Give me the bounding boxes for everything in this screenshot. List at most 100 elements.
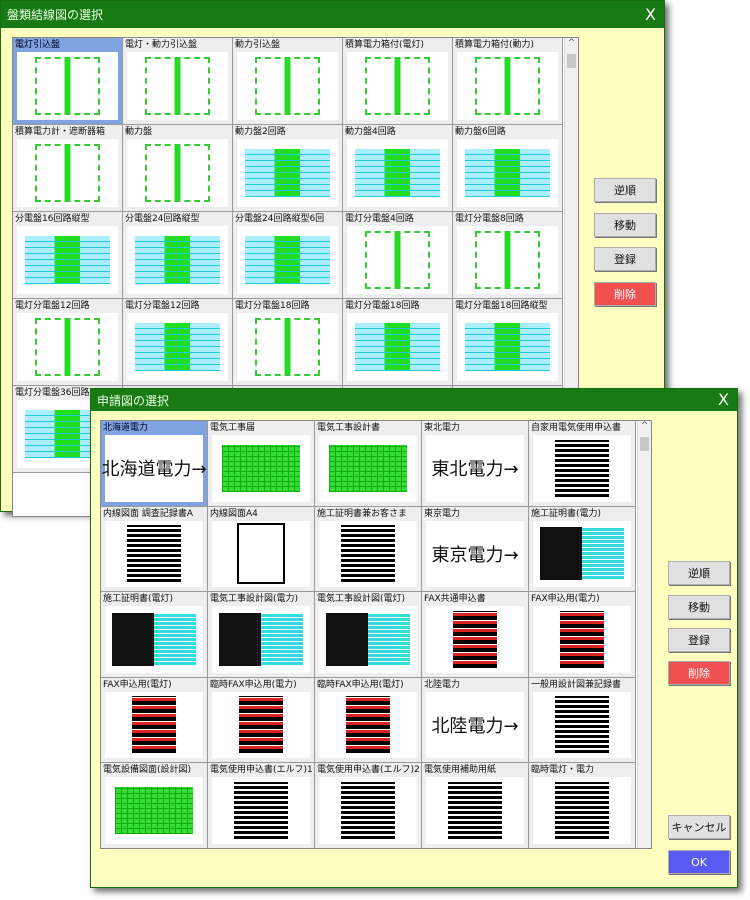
preview-text: 東京電力→ [431, 544, 519, 566]
preview-thumbnail [533, 691, 631, 758]
cancel-button[interactable]: キャンセル [668, 815, 730, 839]
ok-button[interactable]: OK [668, 850, 730, 874]
thumbnail-item[interactable]: 電気工事設計図(電灯) [315, 592, 422, 678]
thumbnail-item[interactable]: 分電盤16回路縦型 [13, 212, 123, 299]
dialog-title: 申請図の選択 [97, 393, 170, 408]
thumbnail-item[interactable]: 動力盤 [123, 125, 233, 212]
preview-thumbnail [457, 139, 558, 207]
preview-thumbnail [237, 313, 338, 381]
dialog-title: 盤類結線図の選択 [7, 8, 104, 22]
item-label: FAX申込用(電灯) [103, 679, 172, 690]
item-label: 臨時電灯・電力 [531, 765, 595, 775]
preview-thumbnail [426, 606, 524, 673]
thumbnail-item[interactable]: 電気設備図面(設計図) [101, 763, 208, 848]
item-label: 電灯分電盤18回路 [235, 301, 310, 311]
thumbnail-item[interactable]: 動力盤4回路 [343, 125, 453, 212]
scroll-up-icon[interactable]: ^ [640, 421, 649, 431]
thumbnail-item[interactable]: 施工証明書(電灯) [101, 592, 208, 678]
item-label: 北海道電力 [103, 423, 149, 433]
thumbnail-item[interactable]: 電灯分電盤8回路 [453, 212, 563, 299]
preview-thumbnail [105, 606, 203, 673]
preview-thumbnail [105, 777, 203, 844]
close-icon[interactable]: X [645, 5, 656, 24]
item-label: FAX共通申込書 [424, 594, 486, 604]
delete-button[interactable]: 削除 [668, 661, 730, 685]
thumbnail-item[interactable]: 電気使用申込書(エルフ)1 [208, 763, 315, 848]
preview-thumbnail [319, 606, 417, 673]
thumbnail-item[interactable]: 電灯分電盤18回路 [233, 299, 343, 386]
thumbnail-item[interactable]: 臨時FAX申込用(電灯) [315, 677, 422, 763]
item-label: 動力盤6回路 [455, 127, 506, 137]
thumbnail-item[interactable]: 動力引込盤 [233, 38, 343, 125]
item-label: 電灯分電盤36回路 [15, 388, 90, 398]
scroll-up-icon[interactable]: ^ [567, 38, 576, 48]
thumbnail-item[interactable]: 電灯分電盤12回路 [123, 299, 233, 386]
thumbnail-item[interactable]: 東京電力東京電力→ [422, 506, 529, 592]
scroll-thumb[interactable] [640, 437, 649, 451]
move-button[interactable]: 移動 [594, 213, 656, 237]
item-label: 電灯分電盤4回路 [345, 214, 414, 224]
scroll-thumb[interactable] [567, 54, 576, 68]
thumbnail-item[interactable]: 動力盤2回路 [233, 125, 343, 212]
preview-thumbnail [533, 435, 631, 502]
preview-thumbnail [457, 313, 558, 381]
thumbnail-item[interactable]: 電気使用申込書(エルフ)2 [315, 763, 422, 848]
preview-thumbnail [347, 313, 448, 381]
preview-thumbnail [347, 226, 448, 294]
thumbnail-item[interactable]: 施工証明書兼お客さま [315, 506, 422, 592]
item-label: 施工証明書(電灯) [103, 594, 174, 604]
item-label: 電気工事設計図(電灯) [317, 594, 406, 604]
preview-thumbnail [212, 520, 310, 587]
thumbnail-item[interactable]: 臨時FAX申込用(電力) [208, 677, 315, 763]
thumbnail-item[interactable]: 電灯引込盤 [13, 38, 123, 125]
thumbnail-item[interactable]: 施工証明書(電力) [529, 506, 636, 592]
thumbnail-item[interactable]: 分電盤24回路縦型 [123, 212, 233, 299]
register-button[interactable]: 登録 [594, 247, 656, 271]
close-icon[interactable]: X [718, 390, 729, 409]
thumbnail-item[interactable]: 東北電力東北電力→ [422, 421, 529, 507]
item-label: 電気使用申込書(エルフ)1 [210, 765, 313, 775]
thumbnail-item[interactable]: 分電盤24回路縦型6回 [233, 212, 343, 299]
thumbnail-item[interactable]: 積算電力計・遮断器箱 [13, 125, 123, 212]
scrollbar[interactable]: ^ [637, 421, 651, 848]
thumbnail-item[interactable]: FAX共通申込書 [422, 592, 529, 678]
item-label: 動力盤2回路 [235, 127, 286, 137]
thumbnail-item[interactable]: 電気使用補助用紙 [422, 763, 529, 848]
item-label: 分電盤16回路縦型 [15, 214, 90, 224]
thumbnail-item[interactable]: 積算電力箱付(電灯) [343, 38, 453, 125]
thumbnail-item[interactable]: 北陸電力北陸電力→ [422, 677, 529, 763]
item-label: 自家用電気使用申込書 [531, 423, 622, 433]
item-label: 臨時FAX申込用(電灯) [317, 679, 404, 690]
preview-thumbnail [319, 691, 417, 758]
move-button[interactable]: 移動 [668, 595, 730, 619]
thumbnail-item[interactable]: 電灯・動力引込盤 [123, 38, 233, 125]
thumbnail-item[interactable]: 一般用設計図兼記録書 [529, 677, 636, 763]
thumbnail-item[interactable]: 電気工事設計図(電力) [208, 592, 315, 678]
preview-thumbnail [347, 139, 448, 207]
thumbnail-item[interactable]: FAX申込用(電灯) [101, 677, 208, 763]
thumbnail-item[interactable]: 臨時電灯・電力 [529, 763, 636, 848]
thumbnail-item[interactable]: 電灯分電盤4回路 [343, 212, 453, 299]
thumbnail-item[interactable]: 積算電力箱付(動力) [453, 38, 563, 125]
preview-thumbnail [127, 139, 228, 207]
preview-thumbnail [17, 139, 118, 207]
item-label: FAX申込用(電力) [531, 594, 600, 604]
thumbnail-item[interactable]: 北海道電力北海道電力→ [101, 421, 208, 507]
thumbnail-item[interactable]: 内線図面A4 [208, 506, 315, 592]
thumbnail-item[interactable]: 電気工事届 [208, 421, 315, 507]
reverse-button[interactable]: 逆順 [668, 561, 730, 585]
thumbnail-item[interactable]: 自家用電気使用申込書 [529, 421, 636, 507]
thumbnail-item[interactable]: FAX申込用(電力) [529, 592, 636, 678]
item-label: 電灯分電盤18回路縦型 [455, 301, 548, 311]
thumbnail-item[interactable]: 電灯分電盤12回路 [13, 299, 123, 386]
thumbnail-item[interactable]: 内線図面 調査記録書A [101, 506, 208, 592]
item-label: 東京電力 [424, 508, 461, 519]
preview-thumbnail [212, 691, 310, 758]
thumbnail-item[interactable]: 電灯分電盤18回路縦型 [453, 299, 563, 386]
register-button[interactable]: 登録 [668, 628, 730, 652]
thumbnail-item[interactable]: 電灯分電盤18回路 [343, 299, 453, 386]
delete-button[interactable]: 削除 [594, 282, 656, 306]
thumbnail-item[interactable]: 動力盤6回路 [453, 125, 563, 212]
reverse-button[interactable]: 逆順 [594, 178, 656, 202]
thumbnail-item[interactable]: 電気工事設計書 [315, 421, 422, 507]
